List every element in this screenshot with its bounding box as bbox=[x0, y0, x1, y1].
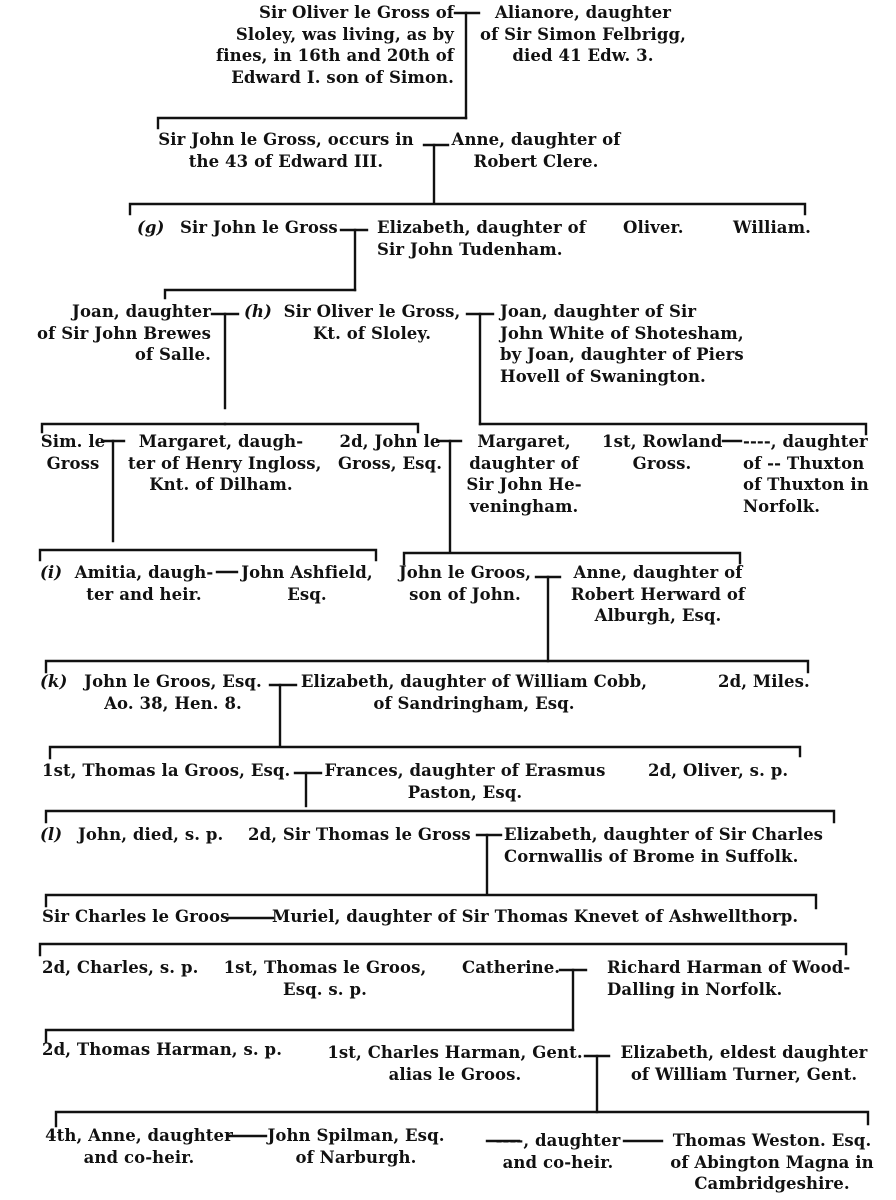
person-charles-harman: 1st, Charles Harman, Gent. alias le Groo… bbox=[327, 1043, 583, 1084]
sibling-bracket bbox=[163, 288, 357, 300]
note-mark-h: (h) bbox=[244, 302, 272, 321]
sibling-charles-sp: 2d, Charles, s. p. bbox=[42, 958, 199, 977]
person-oliver-le-gross-h: Sir Oliver le Gross, Kt. of Sloley. bbox=[283, 302, 461, 343]
spouse-margaret-heveningham: Margaret, daughter of Sir John He- venin… bbox=[466, 432, 582, 516]
sibling-bracket bbox=[44, 659, 810, 674]
sibling-bracket bbox=[38, 942, 848, 957]
sibling-oliver-sp: 2d, Oliver, s. p. bbox=[648, 761, 789, 780]
sibling-bracket bbox=[156, 116, 468, 130]
spouse-anne-herward: Anne, daughter of Robert Herward of Albu… bbox=[570, 563, 746, 625]
sibling-bracket bbox=[48, 745, 802, 760]
sibling-william: William. bbox=[733, 218, 812, 237]
sibling-bracket bbox=[44, 809, 836, 824]
sibling-bracket bbox=[40, 422, 227, 434]
sibling-thomas-le-groos-sp: 1st, Thomas le Groos, Esq. s. p. bbox=[223, 958, 427, 999]
sibling-bracket bbox=[478, 422, 868, 436]
spouse-elizabeth-tudenham: Elizabeth, daughter of Sir John Tudenham… bbox=[377, 218, 586, 259]
spouse-margaret-ingloss: Margaret, daugh- ter of Henry Ingloss, K… bbox=[128, 432, 322, 494]
sibling-thomas-harman-sp: 2d, Thomas Harman, s. p. bbox=[42, 1040, 283, 1059]
note-mark-i: (i) bbox=[40, 563, 63, 582]
spouse-john-ashfield: John Ashfield, Esq. bbox=[241, 563, 373, 604]
note-mark-k: (k) bbox=[40, 672, 68, 691]
spouse-john-spilman: John Spilman, Esq. of Narburgh. bbox=[267, 1126, 445, 1167]
sibling-bracket bbox=[223, 422, 420, 434]
spouse-richard-harman: Richard Harman of Wood- Dalling in Norfo… bbox=[607, 958, 851, 999]
spouse-muriel-knevet: Muriel, daughter of Sir Thomas Knevet of… bbox=[272, 907, 799, 926]
sibling-bracket bbox=[402, 551, 742, 566]
spouse-elizabeth-turner: Elizabeth, eldest daughter of William Tu… bbox=[620, 1043, 868, 1084]
spouse-thomas-weston: Thomas Weston. Esq. of Abington Magna in… bbox=[670, 1131, 874, 1193]
spouse-joan-brewes: Joan, daughter of Sir John Brewes of Sal… bbox=[37, 302, 211, 364]
person-john-le-groos-son: John le Groos, son of John. bbox=[398, 563, 532, 604]
sibling-bracket bbox=[54, 1110, 870, 1128]
person-john-died-sp: John, died, s. p. bbox=[78, 825, 224, 844]
person-john-le-gross: Sir John le Gross, occurs in the 43 of E… bbox=[158, 130, 414, 171]
person-daughter-coheir: ----, daughter and co-heir. bbox=[495, 1131, 621, 1172]
person-john-le-groos-k: John le Groos, Esq. Ao. 38, Hen. 8. bbox=[84, 672, 262, 713]
spouse-joan-white: Joan, daughter of Sir John White of Shot… bbox=[500, 302, 744, 386]
sibling-bracket bbox=[128, 202, 807, 216]
person-catherine: Catherine. bbox=[462, 958, 561, 977]
person-anne-coheir: 4th, Anne, daughter and co-heir. bbox=[45, 1126, 233, 1167]
sibling-bracket bbox=[38, 548, 378, 562]
note-mark-l: (l) bbox=[40, 825, 63, 844]
spouse-frances-paston: Frances, daughter of Erasmus Paston, Esq… bbox=[324, 761, 606, 802]
person-thomas-le-gross: 2d, Sir Thomas le Gross bbox=[248, 825, 471, 844]
person-rowland-gross: 1st, Rowland Gross. bbox=[602, 432, 723, 473]
person-thomas-la-groos: 1st, Thomas la Groos, Esq. bbox=[42, 761, 291, 780]
spouse-anne-clere: Anne, daughter of Robert Clere. bbox=[451, 130, 621, 171]
person-sim-le-gross: Sim. le Gross bbox=[40, 432, 106, 473]
person-amitia: Amitia, daugh- ter and heir. bbox=[74, 563, 214, 604]
sibling-miles: 2d, Miles. bbox=[718, 672, 810, 691]
person-john-le-gross-g: Sir John le Gross bbox=[180, 218, 338, 237]
person-oliver-le-gross-sloley: Sir Oliver le Gross of Sloley, was livin… bbox=[216, 3, 454, 87]
person-john-2d: 2d, John le Gross, Esq. bbox=[337, 432, 443, 473]
note-mark-g: (g) bbox=[137, 218, 165, 237]
spouse-alianore-felbrigg: Alianore, daughter of Sir Simon Felbrigg… bbox=[480, 3, 686, 65]
sibling-bracket bbox=[44, 893, 818, 910]
spouse-elizabeth-cornwallis: Elizabeth, daughter of Sir Charles Cornw… bbox=[504, 825, 824, 866]
person-charles-le-groos: Sir Charles le Groos bbox=[42, 907, 230, 926]
spouse-thuxton-daughter: ----, daughter of -- Thuxton of Thuxton … bbox=[743, 432, 869, 516]
sibling-bracket bbox=[44, 1028, 575, 1044]
sibling-oliver: Oliver. bbox=[623, 218, 684, 237]
spouse-elizabeth-cobb: Elizabeth, daughter of William Cobb, of … bbox=[300, 672, 648, 713]
